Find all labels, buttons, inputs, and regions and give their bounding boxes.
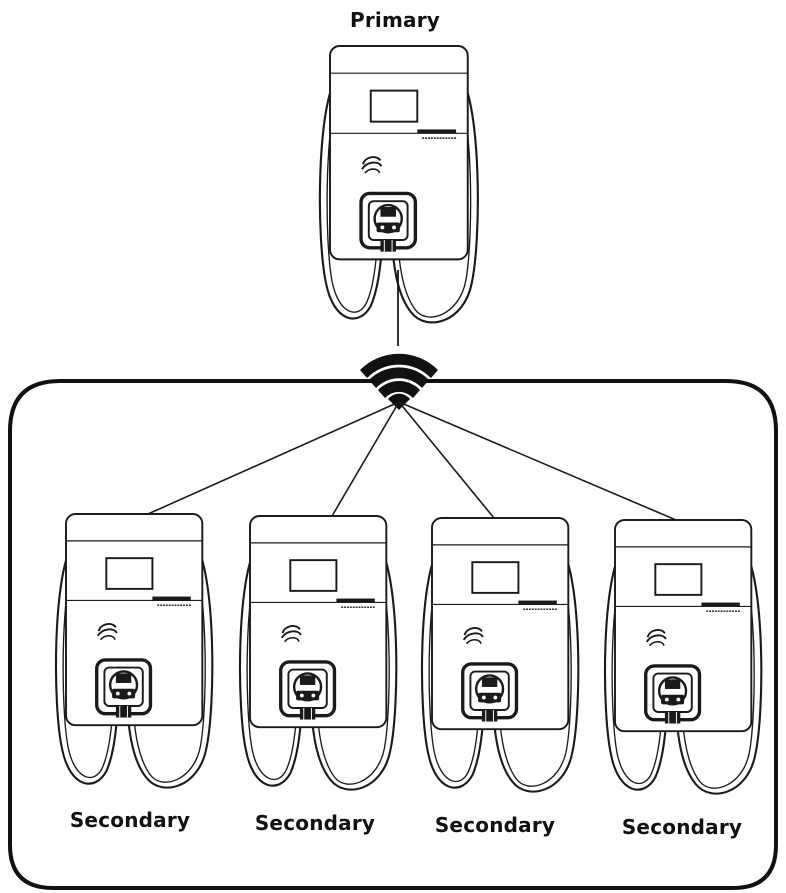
- secondary-charger-4: [603, 518, 764, 796]
- wifi-icon: [360, 353, 438, 410]
- link-line-2: [331, 401, 400, 517]
- secondary-label-2: Secondary: [254, 811, 376, 835]
- secondary-charger-2: [238, 514, 399, 792]
- secondary-charger-1: [54, 512, 215, 790]
- secondary-charger-3: [420, 516, 581, 794]
- link-line-1: [147, 401, 400, 515]
- primary-label: Primary: [349, 8, 440, 32]
- secondary-group-frame: [8, 379, 778, 890]
- secondary-label-1: Secondary: [69, 808, 191, 832]
- secondary-label-4: Secondary: [621, 815, 743, 839]
- link-line-3: [398, 401, 495, 519]
- link-line-4: [398, 401, 677, 521]
- secondary-label-3: Secondary: [434, 813, 556, 837]
